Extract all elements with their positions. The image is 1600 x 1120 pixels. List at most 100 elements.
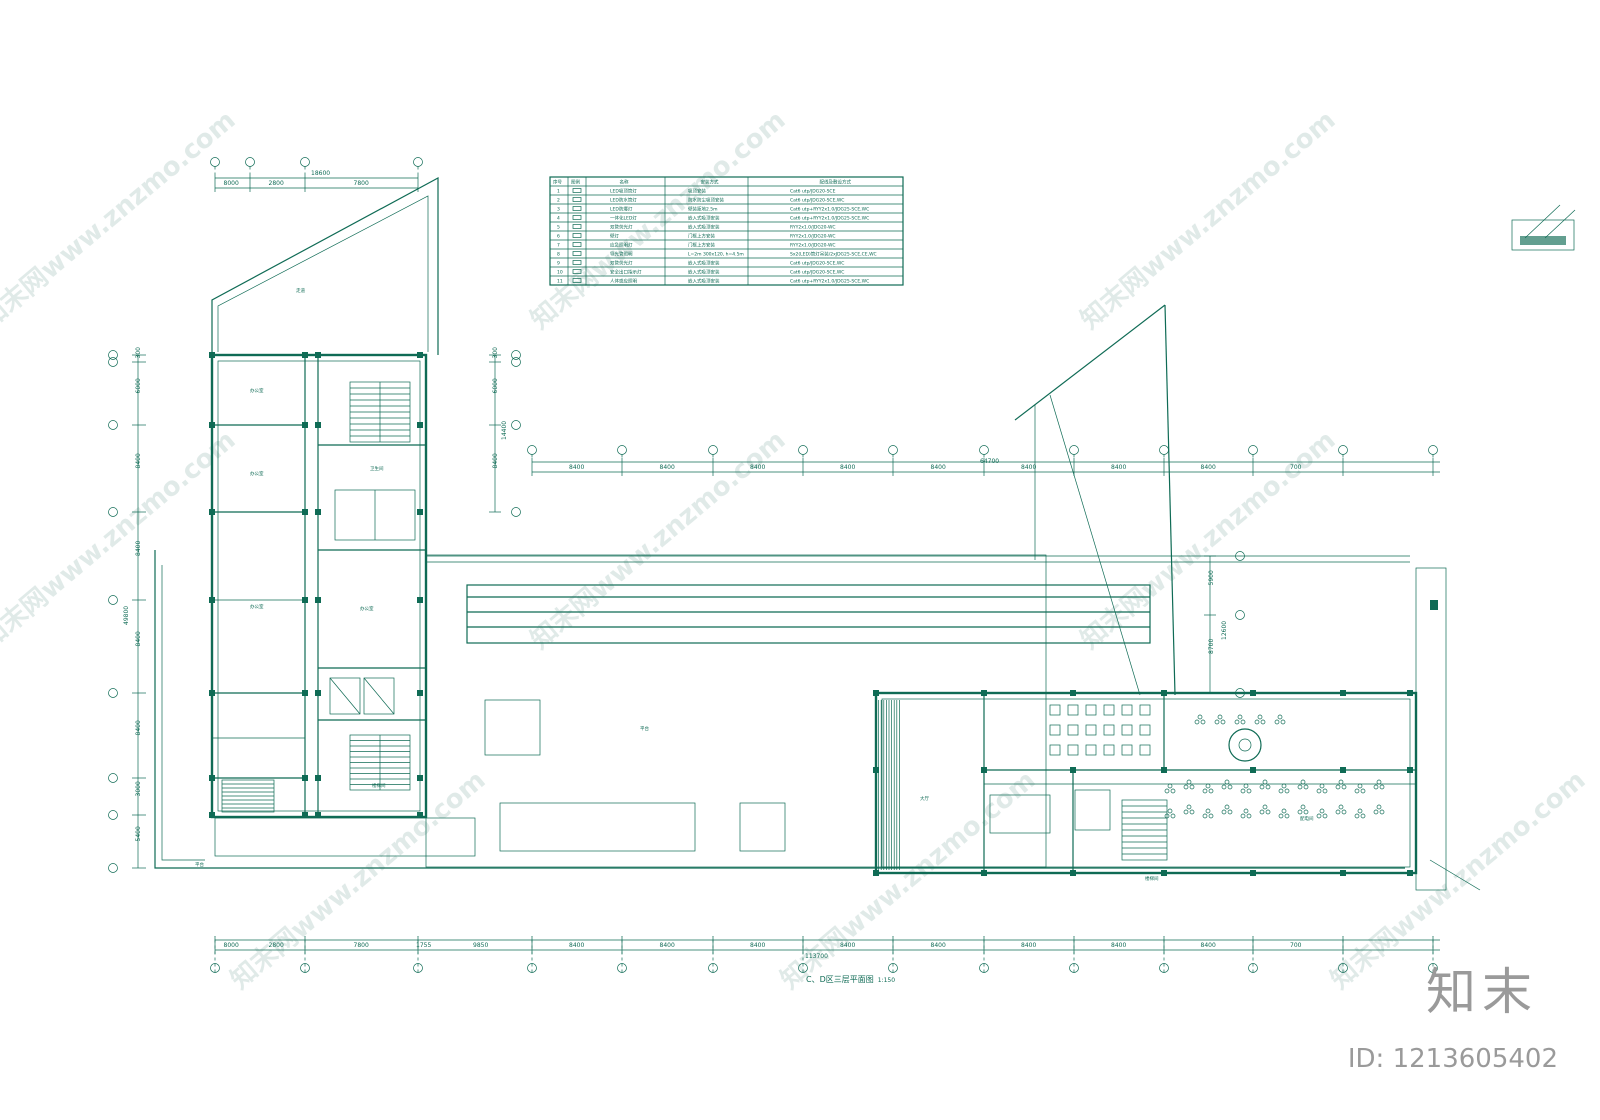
light-fixture — [1297, 784, 1303, 790]
stair-bottom — [349, 734, 411, 791]
light-fixture — [1322, 788, 1328, 794]
light-fixture — [1322, 813, 1328, 819]
light-fixture — [1243, 783, 1249, 789]
seat — [1067, 744, 1079, 756]
column — [1250, 690, 1256, 696]
axis-bubble — [108, 507, 118, 517]
watermark-text: 知末网www.znzmo.com — [525, 105, 791, 335]
legend-header: 序号 — [553, 179, 562, 186]
light-fixture — [1202, 788, 1208, 794]
seat — [1103, 724, 1115, 736]
legend-install: 嵌入式吸顶安装 — [688, 215, 720, 222]
light-fixture — [1379, 784, 1385, 790]
light-fixture — [1221, 784, 1227, 790]
dim-left-total: 49800 — [123, 606, 130, 625]
stair-corner — [221, 779, 275, 813]
axis-bubble — [979, 445, 989, 455]
light-fixture — [1316, 788, 1322, 794]
light-fixture — [1280, 719, 1286, 725]
watermark-text: 知末网www.znzmo.com — [775, 765, 1041, 995]
column — [302, 422, 308, 428]
legend-symbol — [572, 224, 582, 229]
dimension-lines — [108, 157, 1440, 973]
light-fixture — [1243, 808, 1249, 814]
legend-name: 人体感应照明 — [610, 278, 637, 285]
legend-wiring: Cat6 utp/JDG20-SCE,WC — [790, 198, 844, 204]
column — [1340, 690, 1346, 696]
light-fixture — [1303, 809, 1309, 815]
legend-wiring: RYY2x1.0/JDG20-WC — [790, 225, 836, 231]
light-fixture — [1214, 719, 1220, 725]
stair-top — [349, 381, 411, 443]
seat — [1049, 724, 1061, 736]
light-fixture — [1262, 779, 1268, 785]
column — [873, 690, 879, 696]
legend-name: LED吸顶筒灯 — [610, 188, 637, 195]
light-fixture — [1246, 788, 1252, 794]
dimension-span: 8400 — [1111, 942, 1126, 949]
column — [417, 509, 423, 515]
light-fixture — [1341, 784, 1347, 790]
seat — [1121, 724, 1133, 736]
axis-bubble — [1338, 445, 1348, 455]
axis-bubble — [108, 595, 118, 605]
axis-bubble — [210, 157, 220, 167]
legend-symbol — [572, 278, 582, 283]
legend-no: 6 — [557, 234, 560, 240]
light-fixture — [1284, 813, 1290, 819]
legend-no: 9 — [557, 261, 560, 267]
light-fixture — [1208, 813, 1214, 819]
legend-symbol — [572, 242, 582, 247]
dimension-span: 8400 — [1021, 464, 1036, 471]
axis-bubble — [511, 507, 521, 517]
legend-wiring: Cat6 utp/JDG20-SCE,WC — [790, 270, 844, 276]
label-stair-right: 楼梯间 — [1145, 875, 1159, 882]
axis-bubble — [527, 445, 537, 455]
light-fixture — [1281, 783, 1287, 789]
light-fixture — [1297, 809, 1303, 815]
light-fixture — [1186, 804, 1192, 810]
legend-no: 5 — [557, 225, 560, 231]
dimension-span: 8400 — [1021, 942, 1036, 949]
light-fixture — [1354, 788, 1360, 794]
light-fixture — [1379, 809, 1385, 815]
column — [315, 775, 321, 781]
legend-symbol — [572, 215, 582, 220]
dimension-span: 8000 — [224, 942, 239, 949]
light-fixture — [1208, 788, 1214, 794]
dimension-span: 2800 — [269, 942, 284, 949]
axis-bubble — [1248, 445, 1258, 455]
column — [1070, 767, 1076, 773]
legend-header: 配线及敷设方式 — [820, 179, 852, 186]
label-toilet-left: 卫生间 — [370, 465, 384, 472]
dimension-span: 8400 — [1201, 942, 1216, 949]
light-fixture — [1265, 809, 1271, 815]
axis-bubble — [108, 810, 118, 820]
light-fixture — [1376, 804, 1382, 810]
axis-bubble — [1159, 445, 1169, 455]
legend-no: 1 — [557, 189, 560, 195]
label-platform-center: 平台 — [640, 725, 649, 732]
light-fixture — [1221, 809, 1227, 815]
brand-logo: 知末 — [1426, 963, 1538, 1021]
light-fixture — [1338, 779, 1344, 785]
light-fixture — [1167, 783, 1173, 789]
dimension-span: 5400 — [135, 826, 142, 841]
light-fixture — [1170, 788, 1176, 794]
legend-no: 10 — [557, 270, 563, 276]
legend-install: 嵌入式吸顶安装 — [688, 224, 720, 231]
legend-install: 防水防尘吸顶安装 — [688, 197, 724, 204]
legend-name: 壁灯 — [610, 233, 619, 240]
legend-wiring: Cat6 utp+RYY2x1.0/JDG25-SCE,WC — [790, 216, 869, 222]
axis-bubble — [108, 350, 118, 360]
column — [1407, 767, 1413, 773]
seat — [1103, 744, 1115, 756]
legend-symbol — [572, 269, 582, 274]
legend-install: 壁装距地2.5m — [688, 206, 718, 213]
column — [209, 690, 215, 696]
column — [873, 767, 879, 773]
legend-install: 嵌入式吸顶安装 — [688, 278, 720, 285]
seat — [1067, 724, 1079, 736]
label-stair-left: 楼梯间 — [372, 782, 386, 789]
